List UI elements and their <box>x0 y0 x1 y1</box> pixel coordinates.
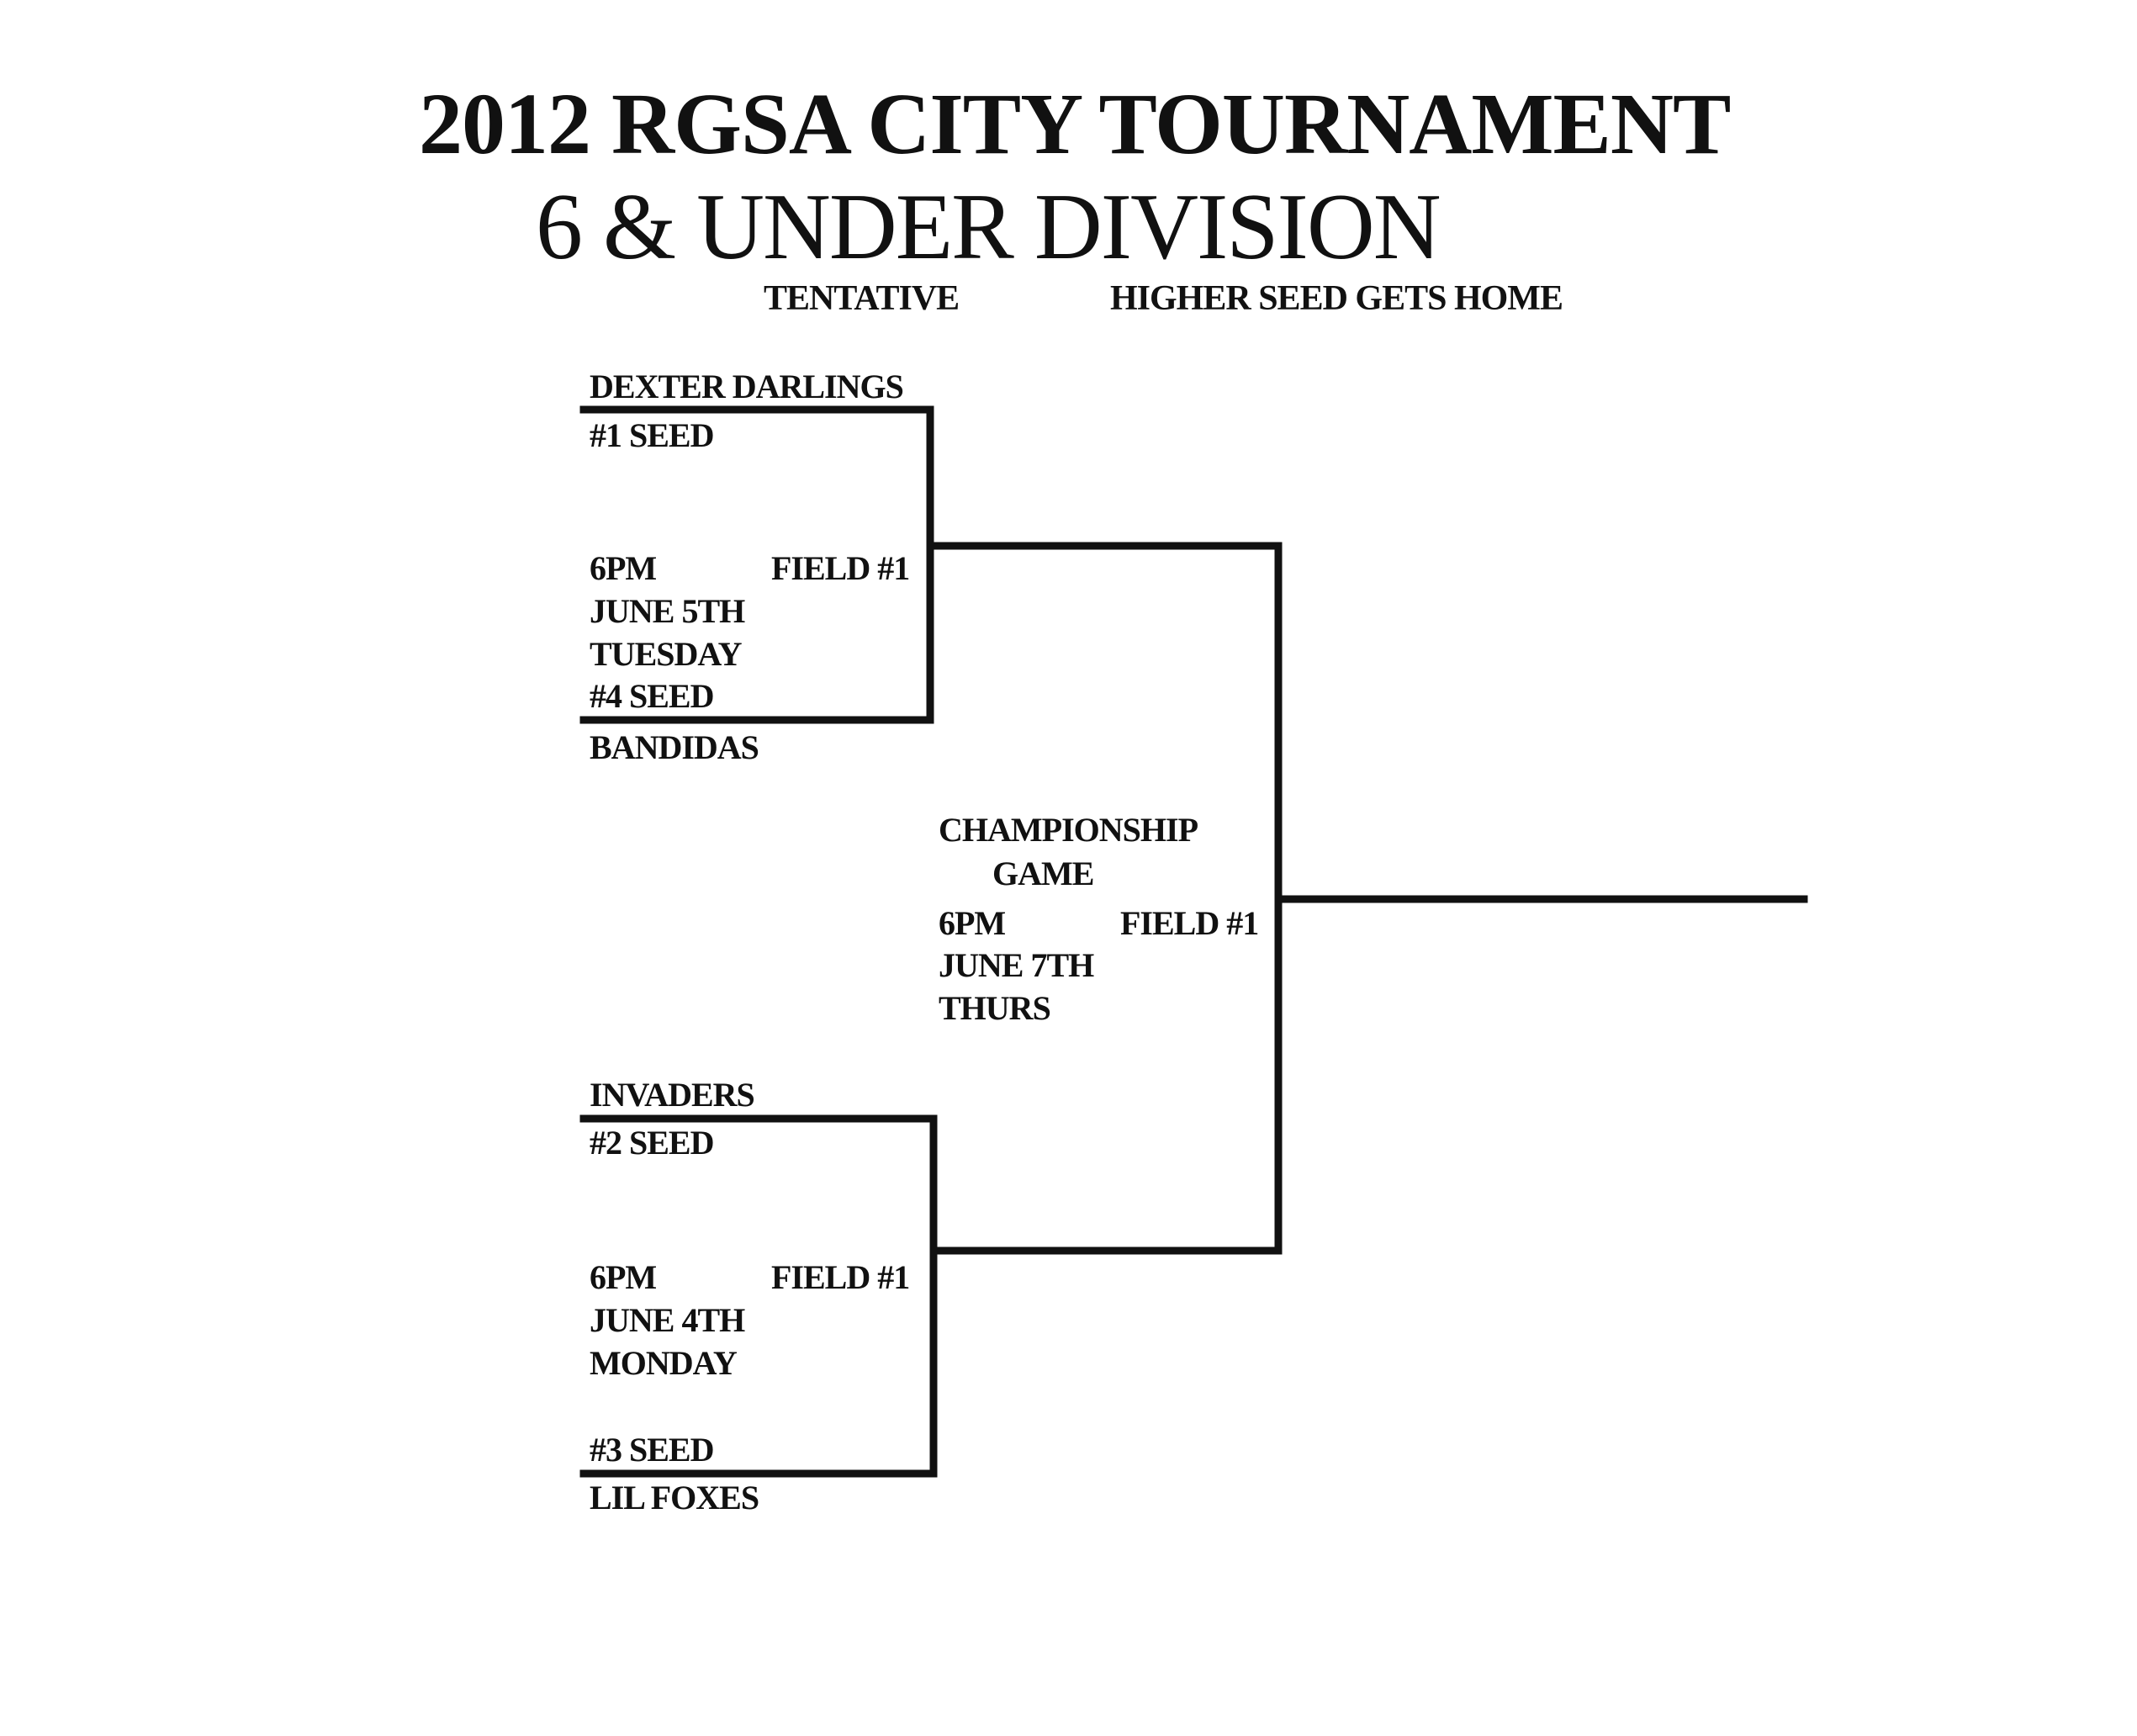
seed-label: #2 SEED <box>590 1124 714 1162</box>
game-date: JUNE 4TH <box>590 1301 745 1339</box>
game-time: 6PM <box>590 549 657 587</box>
championship-label: CHAMPIONSHIP <box>939 811 1198 849</box>
division-title: 6 & UNDER DIVISION <box>536 175 1441 279</box>
game-field: FIELD #1 <box>771 549 910 587</box>
game-day: MONDAY <box>590 1344 738 1382</box>
game-date: JUNE 7TH <box>939 946 1094 984</box>
game-day: THURS <box>939 989 1051 1027</box>
team-lil-foxes: LIL FOXES <box>590 1479 759 1516</box>
team-dexter-darlings: DEXTER DARLINGS <box>590 368 904 405</box>
status-label: TENTATIVE <box>764 279 960 318</box>
semifinal-1-bracket <box>579 405 934 724</box>
game-time: 6PM <box>590 1258 657 1296</box>
home-rule-note: HIGHER SEED GETS HOME <box>1110 279 1563 318</box>
game-field: FIELD #1 <box>1120 904 1259 942</box>
seed-label: #1 SEED <box>590 416 714 454</box>
semifinal-2-bracket <box>579 1114 938 1478</box>
game-day: TUESDAY <box>590 635 742 673</box>
game-date: JUNE 5TH <box>590 592 745 630</box>
game-field: FIELD #1 <box>771 1258 910 1296</box>
championship-game-label: GAME <box>992 855 1094 892</box>
game-time: 6PM <box>939 904 1006 942</box>
seed-label: #3 SEED <box>590 1431 714 1469</box>
document-title: 2012 RGSA CITY TOURNAMENT <box>419 76 1731 172</box>
seed-label: #4 SEED <box>590 677 714 715</box>
championship-bracket <box>926 542 1283 1255</box>
team-invaders: INVADERS <box>590 1076 755 1114</box>
team-bandidas: BANDIDAS <box>590 728 759 766</box>
